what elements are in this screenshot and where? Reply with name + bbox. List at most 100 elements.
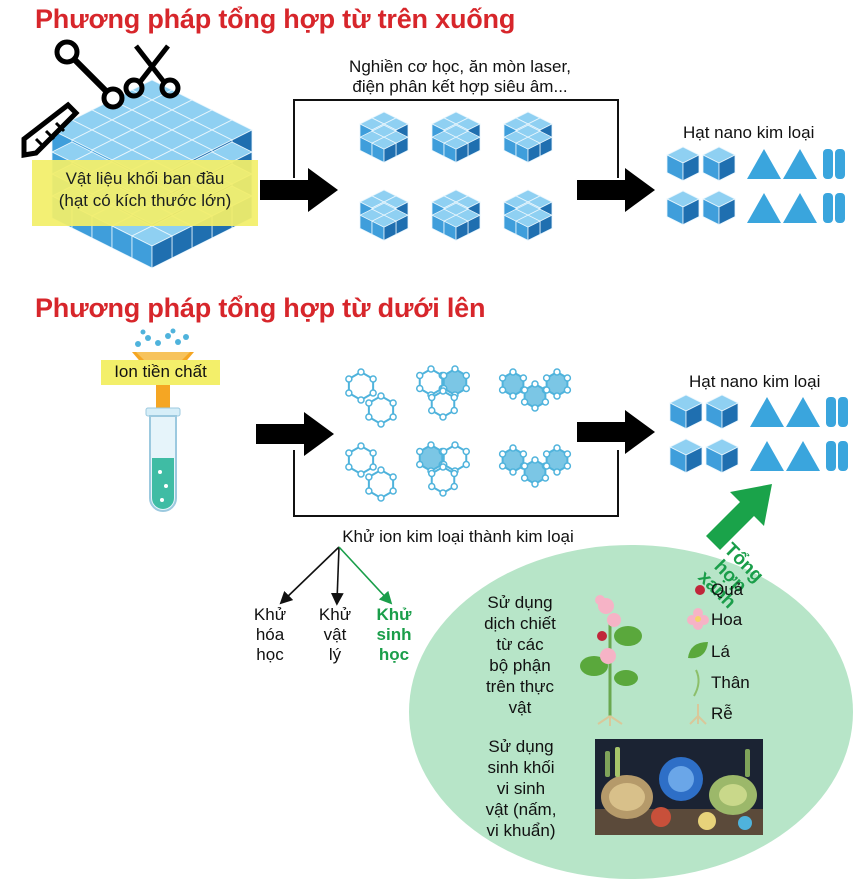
top-process-line1: Nghiền cơ học, ăn mòn laser,	[349, 57, 571, 76]
method-biological-line: học	[378, 645, 410, 664]
method-chemical-line: Khử	[253, 605, 287, 624]
arrow-right-icon	[577, 410, 655, 454]
wrench-icon	[54, 39, 125, 110]
plant-illustration	[580, 595, 642, 726]
nano-rod	[823, 193, 833, 223]
top-nanoparticles	[666, 146, 845, 226]
bottom-section-title: Phương pháp tổng hợp từ dưới lên	[35, 293, 486, 323]
nano-triangle	[786, 441, 820, 471]
reduction-bracket	[293, 450, 619, 517]
test-tube-icon	[145, 407, 181, 512]
nano-rod	[835, 193, 845, 223]
nano-cube	[669, 394, 703, 430]
method-arrows	[279, 546, 393, 606]
plant-part-stem: Thân	[711, 673, 750, 692]
molecule-ring	[427, 463, 459, 497]
leaf-icon	[688, 642, 708, 659]
plant-text-line: dịch chiết	[484, 614, 556, 633]
plant-part-flower: Hoa	[711, 610, 743, 629]
microbe-illustration	[595, 739, 763, 835]
method-physical-line: lý	[328, 645, 342, 664]
nano-rod	[838, 397, 848, 427]
nano-cube	[705, 394, 739, 430]
fruit-icon	[695, 585, 705, 595]
nano-triangle	[747, 149, 781, 179]
precursor-label-box	[101, 360, 220, 385]
molecule-ring	[365, 392, 397, 428]
flower-icon	[687, 608, 709, 630]
top-process-line2: điện phân kết hợp siêu âm...	[352, 77, 568, 96]
bottom-nanoparticles	[669, 394, 848, 474]
fragmented-cube-clusters	[359, 111, 553, 242]
plant-part-leaf: Lá	[711, 642, 730, 661]
nano-rod	[838, 441, 848, 471]
nano-triangle	[750, 441, 784, 471]
nano-cube	[702, 190, 736, 226]
plant-text-line: từ các	[496, 635, 544, 654]
plant-text-line: Sử dụng	[487, 593, 553, 612]
molecule-ring	[542, 444, 572, 476]
microbe-text-line: Sử dụng	[488, 737, 554, 756]
saw-icon	[21, 101, 80, 158]
cluster-cube	[515, 214, 541, 242]
arrow-right-icon	[260, 168, 338, 212]
top-process-bracket	[293, 99, 619, 178]
microbe-text-line: vi khuẩn)	[486, 821, 556, 840]
cluster-cube	[443, 136, 469, 164]
nano-cube	[702, 146, 736, 182]
nano-rod	[826, 397, 836, 427]
nano-cube	[669, 438, 703, 474]
plant-part-root: Rễ	[711, 704, 733, 723]
reduction-label: Khử ion kim loại thành kim loại	[342, 527, 574, 546]
plant-part-fruit: Quả	[711, 580, 744, 599]
root-icon	[689, 704, 707, 725]
scissors-icon	[123, 44, 181, 99]
molecule-ring	[498, 368, 528, 400]
nano-rod	[835, 149, 845, 179]
microbe-text-line: vật (nấm,	[485, 800, 557, 819]
molecule-ring	[520, 380, 550, 412]
molecule-ring	[542, 368, 572, 400]
molecule-ring	[427, 387, 459, 421]
cluster-cube	[371, 136, 397, 164]
method-biological-line: sinh	[376, 625, 412, 644]
method-physical: Khử vật lý	[312, 605, 358, 665]
molecule-ring	[520, 456, 550, 488]
molecule-ring	[345, 368, 377, 404]
cluster-cube	[515, 136, 541, 164]
nano-cube	[666, 190, 700, 226]
cluster-cube	[371, 214, 397, 242]
stem-icon	[693, 669, 700, 697]
method-chemical: Khử hóa học	[245, 605, 295, 665]
nano-triangle	[747, 193, 781, 223]
bulk-small-cube	[131, 225, 173, 269]
plant-text-line: bộ phận	[489, 656, 551, 675]
nano-triangle	[786, 397, 820, 427]
top-result-label: Hạt nano kim loại	[683, 123, 815, 142]
top-process-label: Nghiền cơ học, ăn mòn laser, điện phân k…	[300, 57, 620, 97]
arrow-right-icon	[256, 412, 334, 456]
method-biological: Khử sinh học	[366, 605, 422, 665]
nano-cube	[705, 438, 739, 474]
molecule-structures	[345, 365, 572, 502]
nano-cube	[666, 146, 700, 182]
microbe-text-line: vi sinh	[496, 779, 546, 798]
bulk-label-line1: Vật liệu khối ban đầu	[65, 169, 225, 188]
method-physical-line: Khử	[318, 605, 352, 624]
top-section-title: Phương pháp tổng hợp từ trên xuống	[35, 4, 516, 34]
method-chemical-line: hóa	[255, 625, 285, 644]
method-physical-line: vật	[323, 625, 347, 644]
plant-text-line: trên thực	[485, 677, 555, 696]
cluster-cube	[443, 214, 469, 242]
bulk-material-label: Vật liệu khối ban đầu (hạt có kích thước…	[32, 160, 258, 226]
molecule-ring	[498, 444, 528, 476]
molecule-ring	[345, 442, 377, 478]
plant-text-line: vật	[508, 698, 532, 717]
nano-triangle	[783, 149, 817, 179]
nano-rod	[826, 441, 836, 471]
method-biological-line: Khử	[376, 605, 412, 624]
nano-rod	[823, 149, 833, 179]
arrow-right-icon	[577, 168, 655, 212]
bulk-label-line2: (hạt có kích thước lớn)	[58, 191, 232, 210]
bottom-result-label: Hạt nano kim loại	[689, 372, 821, 391]
